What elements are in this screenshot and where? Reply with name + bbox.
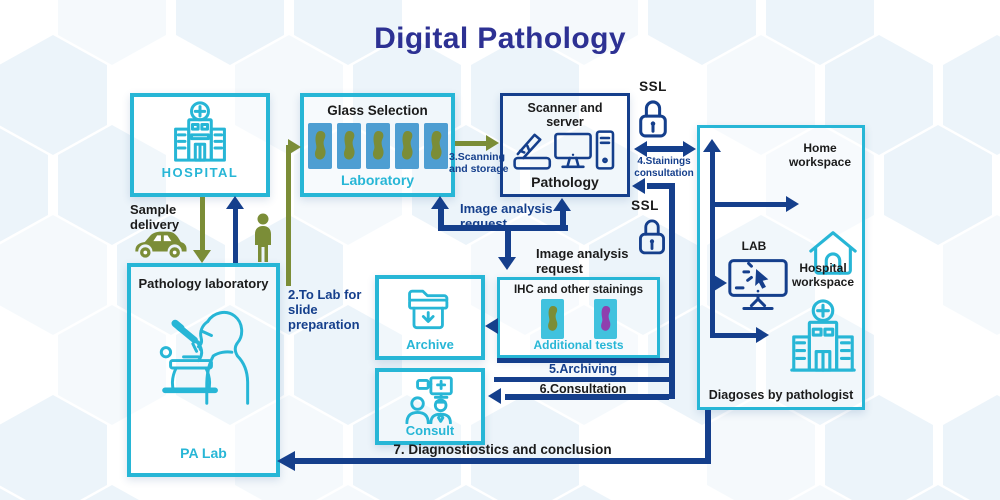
arrowhead bbox=[431, 196, 449, 209]
pathology-label: Pathology bbox=[531, 174, 599, 190]
step5-label: 5.Archiving bbox=[548, 362, 618, 376]
arrow-pathlab-to-hospital bbox=[233, 207, 238, 263]
arrow-consultation bbox=[505, 394, 669, 400]
arrowhead bbox=[486, 135, 499, 151]
image-analysis-path bbox=[560, 209, 566, 225]
ihc-slides bbox=[540, 299, 617, 339]
consultation-vertical-line bbox=[669, 183, 675, 399]
image-analysis-request-label-2: Image analysis request bbox=[536, 246, 629, 277]
arrow-glass-to-scanner bbox=[455, 141, 488, 146]
scanner-icon bbox=[513, 130, 615, 170]
padlock-icon bbox=[639, 100, 667, 138]
consult-box: Consult bbox=[375, 368, 485, 445]
arrowhead bbox=[288, 139, 301, 155]
arrowhead bbox=[277, 451, 295, 471]
car-icon bbox=[135, 231, 187, 258]
ssl-label-1: SSL bbox=[639, 79, 667, 94]
arrowhead bbox=[193, 250, 211, 263]
glass-slide-icon bbox=[365, 123, 390, 169]
image-analysis-path bbox=[438, 225, 568, 231]
panel-vertical-line bbox=[710, 150, 715, 335]
archive-box: Archive bbox=[375, 275, 485, 360]
archiving-line bbox=[497, 358, 669, 363]
house-icon bbox=[809, 231, 857, 275]
glass-slide-icon bbox=[423, 123, 448, 169]
pa-lab-label: PA Lab bbox=[180, 445, 227, 461]
hospital-building-icon bbox=[174, 101, 226, 162]
arrow-stainings-consultation bbox=[647, 146, 683, 152]
scanner-server-title: Scanner and server bbox=[527, 101, 603, 129]
arrow-pathlab-to-glass bbox=[286, 145, 291, 286]
arrowhead bbox=[498, 257, 516, 270]
monitor-icon bbox=[554, 132, 592, 160]
arrow-to-lab bbox=[710, 281, 716, 286]
ihc-stainings-box: IHC and other stainings Additional tests bbox=[497, 277, 660, 358]
scanner-server-box: Scanner and server Pathology bbox=[500, 93, 630, 197]
home-workspace-label: Home workspace bbox=[788, 141, 852, 169]
archive-label: Archive bbox=[406, 337, 454, 352]
microscope-pathologist-icon bbox=[159, 310, 249, 405]
page-title: Digital Pathology bbox=[374, 22, 626, 55]
glass-slide-icon bbox=[336, 123, 361, 169]
lab-monitor-cursor-icon bbox=[728, 259, 788, 310]
arrowhead bbox=[553, 198, 571, 211]
step3-label: 3.Scanning and storage bbox=[449, 151, 509, 176]
arrowhead bbox=[683, 141, 696, 157]
step6-label: 6.Consultation bbox=[539, 382, 627, 396]
pathology-laboratory-box: Pathology laboratory bbox=[127, 263, 280, 477]
arrowhead bbox=[488, 388, 501, 404]
hospital-workspace-icon bbox=[790, 299, 856, 372]
diagoses-caption: Diagoses by pathologist bbox=[708, 388, 854, 402]
lab-label: LAB bbox=[741, 239, 767, 253]
arrowhead bbox=[226, 196, 244, 209]
glass-slide-icon bbox=[540, 299, 564, 339]
computer-tower-icon bbox=[595, 130, 615, 170]
glass-slide-icon bbox=[307, 123, 332, 169]
sample-delivery-label: Sample delivery bbox=[130, 202, 180, 233]
additional-tests-label: Additional tests bbox=[533, 338, 624, 352]
arrowhead bbox=[634, 141, 647, 157]
glass-slide-icon bbox=[593, 299, 617, 339]
arrow-to-home-workspace bbox=[710, 202, 788, 207]
step7-label: 7. Diagnostiostics and conclusion bbox=[393, 442, 612, 457]
archive-folder-icon bbox=[408, 289, 449, 330]
arrowhead bbox=[714, 275, 727, 291]
consult-label: Consult bbox=[405, 423, 455, 438]
hospital-label: HOSPITAL bbox=[161, 165, 239, 180]
person-icon bbox=[255, 213, 271, 262]
arrow-hospital-to-pathlab bbox=[200, 197, 205, 252]
hospital-box: HOSPITAL bbox=[130, 93, 270, 197]
laboratory-label: Laboratory bbox=[340, 172, 415, 188]
arrowhead bbox=[756, 327, 769, 343]
arrow-to-hospital-workspace bbox=[710, 333, 758, 338]
ssl-label-2: SSL bbox=[631, 198, 659, 213]
padlock-icon bbox=[639, 219, 665, 255]
ihc-title: IHC and other stainings bbox=[513, 284, 644, 296]
image-analysis-path bbox=[438, 207, 444, 225]
arrow-into-scanner bbox=[647, 183, 674, 189]
glass-selection-title: Glass Selection bbox=[327, 103, 428, 118]
step4-label: 4.Stainings consultation bbox=[634, 156, 694, 179]
pathology-laboratory-title: Pathology laboratory bbox=[138, 276, 269, 291]
arrow-ihc-to-archive bbox=[485, 318, 498, 334]
arrowhead bbox=[632, 178, 645, 194]
image-analysis-path bbox=[505, 231, 511, 259]
arrow-diagnostics-conclusion bbox=[292, 458, 711, 464]
step2-label: 2.To Lab for slide preparation bbox=[288, 287, 362, 333]
arrowhead bbox=[786, 196, 799, 212]
glass-selection-box: Glass Selection Laboratory bbox=[300, 93, 455, 197]
archiving-line bbox=[494, 377, 669, 382]
arrowhead bbox=[703, 139, 721, 152]
glass-slides bbox=[307, 123, 448, 169]
glass-slide-icon bbox=[394, 123, 419, 169]
hospital-workspace-label: Hospital workspace bbox=[791, 261, 855, 289]
consult-doctors-icon bbox=[405, 376, 453, 424]
diagnostics-vertical-line bbox=[705, 410, 711, 462]
